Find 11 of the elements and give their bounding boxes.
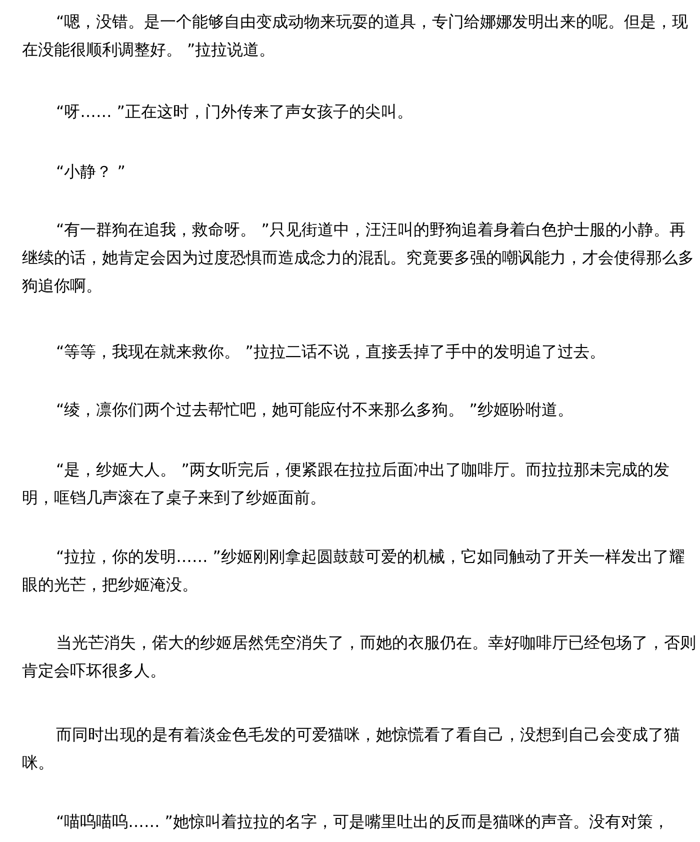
paragraph: 而同时出现的是有着淡金色毛发的可爱猫咪，她惊慌看了看自己，没想到自己会变成了猫咪。 (22, 724, 681, 774)
paragraph: “拉拉，你的发明…… ”纱姬刚刚拿起圆鼓鼓可爱的机械，它如同触动了开关一样发出了耀眼的光芒，把纱姬淹没。 (22, 546, 686, 596)
paragraph: 当光芒消失，偌大的纱姬居然凭空消失了，而她的衣服仍在。幸好咖啡厅已经包场了，否则肯定会吓坏很多人。 (22, 632, 697, 682)
paragraph: “嗯，没错。是一个能够自由变成动物来玩耍的道具，专门给娜娜发明出来的呢。但是，现在没能很顺利调整好。 ”拉拉说道。 (22, 11, 690, 61)
paragraph: “有一群狗在追我，救命呀。 ”只见街道中，汪汪叫的野狗追着身着白色护士服的小静。再继续的话，她肯定会因为过度恐惧而造成念力的混乱。究竟要多强的嘲讽能力，才会使得那么多狗追你啊。 (22, 219, 695, 297)
paragraph: “小静？ ” (55, 161, 126, 183)
paragraph: “绫，凛你们两个过去帮忙吧，她可能应付不来那么多狗。 ”纱姬吩咐道。 (55, 399, 574, 421)
paragraph: “喵呜喵呜…… ”她惊叫着拉拉的名字，可是嘴里吐出的反而是猫咪的声音。没有对策， (55, 811, 670, 833)
paragraph: “呀…… ”正在这时，门外传来了声女孩子的尖叫。 (55, 101, 414, 123)
paragraph: “等等，我现在就来救你。 ”拉拉二话不说，直接丢掉了手中的发明追了过去。 (55, 341, 606, 363)
paragraph: “是，纱姬大人。 ”两女听完后，便紧跟在拉拉后面冲出了咖啡厅。而拉拉那未完成的发明，哐铛几声滚在了桌子来到了纱姬面前。 (22, 459, 670, 509)
